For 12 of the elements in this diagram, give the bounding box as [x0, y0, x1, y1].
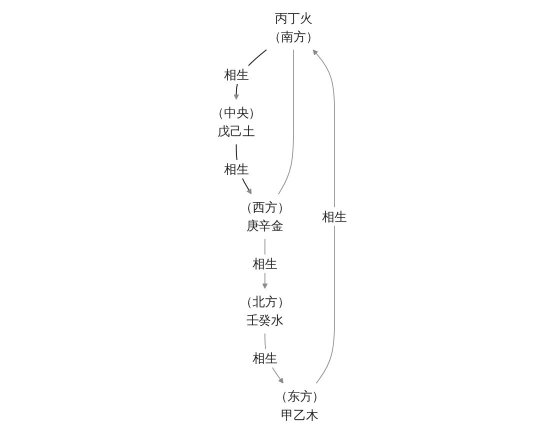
node-text: （西方） 庚辛金 [240, 200, 290, 234]
node-text: （北方） 壬癸水 [240, 294, 290, 328]
edge-label: 相生 [252, 256, 278, 272]
edge-label: 相生 [224, 67, 249, 82]
node-text: （东方） 甲乙木 [274, 388, 325, 422]
arrow [312, 50, 335, 384]
edge-label: 相生 [322, 209, 348, 224]
edge-label: 相生 [252, 350, 278, 366]
node-text: 丙丁火 （南方） [268, 10, 318, 44]
connector [278, 49, 294, 194]
edge-label: 相生 [224, 162, 249, 177]
node-text: （中央） 戊己土 [211, 105, 262, 139]
